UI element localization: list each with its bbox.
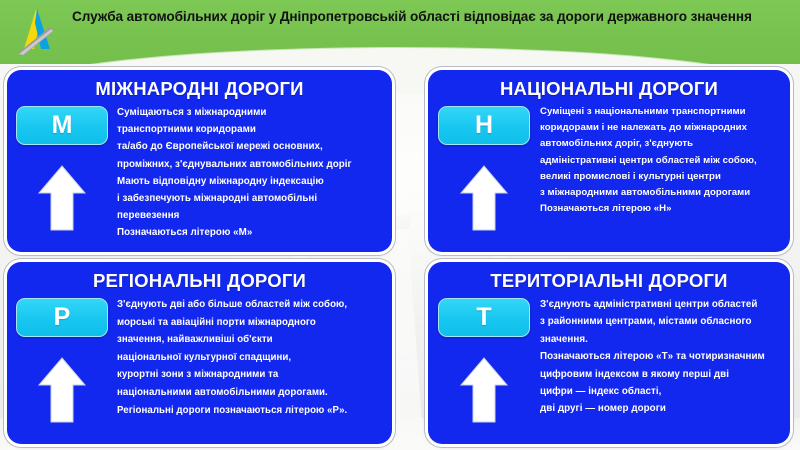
- description-line: курортні зони з міжнародними та: [117, 369, 279, 381]
- description-line: адміністративні центри областей між собо…: [540, 154, 757, 166]
- description-line: З'єднують дві або більше областей між со…: [117, 299, 348, 310]
- description-line: проміжних, з'єднувальних автомобільних д…: [117, 158, 352, 170]
- description-line: Позначаються літерою «Н»: [540, 203, 672, 215]
- page-title: Служба автомобільних доріг у Дніпропетро…: [72, 9, 752, 24]
- header-band: Служба автомобільних доріг у Дніпропетро…: [0, 0, 800, 94]
- road-class-letter: М: [51, 111, 73, 139]
- description-line: національної культурної спадщини,: [117, 351, 292, 363]
- panel-regional-roads[interactable]: РЕГІОНАЛЬНІ ДОРОГИ Р З'єднують дві або б…: [7, 262, 392, 444]
- panel-title: НАЦІОНАЛЬНІ ДОРОГИ: [499, 78, 719, 99]
- panel-title: РЕГІОНАЛЬНІ ДОРОГИ: [93, 270, 306, 291]
- up-arrow-icon: [34, 162, 90, 234]
- description-line: Регіональні дороги позначаються літерою …: [117, 404, 348, 416]
- description-line: цифровим індексом в якому перші дві: [540, 368, 730, 380]
- description-line: морські та авіаційні порти міжнародного: [117, 316, 316, 328]
- description-line: великі промислові і культурні центри: [540, 170, 721, 182]
- panel-description: З'єднують дві або більше областей між со…: [117, 296, 392, 442]
- up-arrow-icon: [456, 354, 512, 426]
- panel-sign-column: М: [7, 104, 117, 250]
- description-line: з районними центрами, містами обласного: [540, 316, 752, 328]
- description-line: Суміщаються з міжнародними: [117, 107, 267, 118]
- panel-title: МІЖНАРОДНІ ДОРОГИ: [95, 78, 304, 99]
- panel-sign-column: Т: [428, 296, 540, 442]
- description-line: значення, найважливіші об'єкти: [117, 334, 273, 346]
- description-line: З'єднують адміністративні центри областе…: [540, 299, 758, 310]
- description-line: і забезпечують міжнародні автомобільні: [117, 193, 318, 205]
- panel-sign-column: Н: [428, 104, 540, 250]
- sad-dnipro-logo-icon: [10, 3, 66, 59]
- panels-grid: МІЖНАРОДНІ ДОРОГИ М Суміщаються з міжнар…: [0, 66, 800, 450]
- panel-description: З'єднують адміністративні центри областе…: [540, 296, 790, 442]
- description-line: з міжнародними автомобільними дорогами: [540, 187, 751, 199]
- up-arrow-icon: [456, 162, 512, 234]
- road-class-badge: М: [16, 106, 108, 145]
- description-line: перевезення: [117, 210, 180, 222]
- panel-description: Суміщені з національними транспортними к…: [540, 104, 790, 250]
- road-class-letter: Н: [474, 111, 494, 139]
- description-line: значення.: [540, 333, 588, 345]
- description-line: транспортними коридорами: [117, 124, 256, 136]
- road-class-badge: Р: [16, 298, 108, 337]
- description-line: коридорами і не належать до міжнародних: [540, 122, 748, 134]
- description-line: Позначаються літерою «Т» та чотиризначни…: [540, 351, 765, 363]
- road-class-letter: Т: [476, 303, 492, 331]
- panel-international-roads[interactable]: МІЖНАРОДНІ ДОРОГИ М Суміщаються з міжнар…: [7, 70, 392, 252]
- description-line: Суміщені з національними транспортними: [540, 106, 746, 117]
- panel-sign-column: Р: [7, 296, 117, 442]
- road-class-badge: Т: [438, 298, 530, 337]
- description-line: дві другі — номер дороги: [540, 403, 666, 415]
- panel-title: ТЕРИТОРІАЛЬНІ ДОРОГИ: [490, 270, 728, 291]
- description-line: національними автомобільними дорогами.: [117, 386, 328, 398]
- panel-description: Суміщаються з міжнародними транспортними…: [117, 104, 392, 250]
- panel-territorial-roads[interactable]: ТЕРИТОРІАЛЬНІ ДОРОГИ Т З'єднують адмініс…: [428, 262, 790, 444]
- description-line: автомобільних доріг, з'єднують: [540, 138, 694, 150]
- up-arrow-icon: [34, 354, 90, 426]
- description-line: та/або до Європейської мережі основних,: [117, 141, 323, 153]
- road-class-letter: Р: [53, 303, 71, 331]
- description-line: цифри — індекс області,: [540, 386, 662, 398]
- panel-national-roads[interactable]: НАЦІОНАЛЬНІ ДОРОГИ Н Суміщені з націонал…: [428, 70, 790, 252]
- description-line: Мають відповідну міжнародну індексацію: [117, 175, 324, 187]
- road-class-badge: Н: [438, 106, 530, 145]
- description-line: Позначаються літерою «М»: [117, 227, 253, 239]
